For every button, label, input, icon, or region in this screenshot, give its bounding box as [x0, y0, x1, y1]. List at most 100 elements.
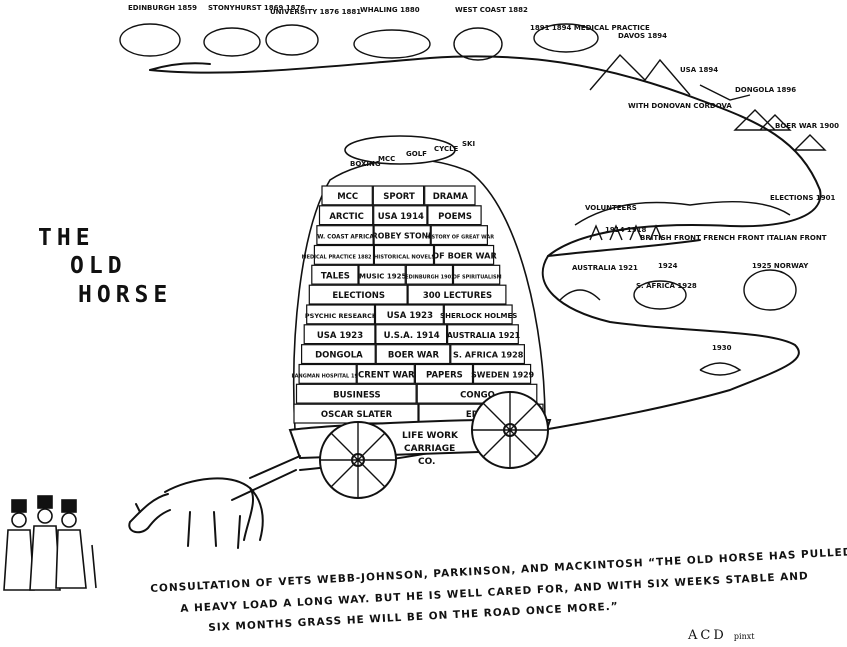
load-item-box	[433, 244, 495, 265]
signature: ACD pinxt	[688, 628, 754, 643]
milestone-label: 1891 1894 MEDICAL PRACTICE	[530, 24, 650, 32]
load-item-label: MEDICAL PRACTICE 1882 1890	[302, 254, 388, 260]
load-item-label: BOER WAR	[388, 351, 440, 361]
load-item-label: PAPERS	[426, 370, 463, 380]
load-item-box	[298, 363, 357, 384]
load-item-box	[430, 225, 489, 246]
load-item-box	[373, 205, 428, 226]
load-item-label: EDINBURGH 1901	[405, 274, 455, 280]
load-item-box	[427, 205, 482, 226]
load-item-box	[372, 185, 425, 206]
milestone-label: BRITISH FRONT FRENCH FRONT ITALIAN FRONT	[640, 234, 827, 242]
load-item-box	[405, 264, 454, 285]
load-item-box	[313, 244, 375, 265]
title-line-3: HORSE	[78, 282, 173, 308]
milestone-label: USA 1894	[680, 66, 718, 74]
load-item-label: ELECTIONS	[332, 291, 385, 301]
milestone-label: WITH DONOVAN CORDOVA	[628, 102, 732, 110]
load-item-label: CRENT WAR	[358, 370, 415, 380]
load-item-box	[373, 225, 431, 246]
load-item-label: W. COAST AFRICA	[317, 235, 374, 241]
signature-suffix: pinxt	[733, 632, 755, 641]
load-item-box	[318, 205, 374, 226]
load-item-label: S. AFRICA 1928	[453, 350, 524, 360]
milestone-vignettes	[119, 23, 827, 376]
milestone-label: WEST COAST 1882	[455, 6, 528, 14]
load-item-label: SPORT	[383, 192, 415, 202]
svg-text:LIFE WORK: LIFE WORK	[402, 431, 459, 441]
load-item-box	[295, 383, 417, 404]
load-item-label: AUSTRALIA 1921	[447, 331, 520, 340]
milestone-label: STONYHURST 1869 1876	[208, 4, 305, 12]
load-item-box	[373, 244, 435, 265]
load-item-label: SHERLOCK HOLMES	[440, 312, 517, 320]
load-item-label: MUSIC 1925	[359, 272, 406, 280]
load-item-label: POEMS	[438, 212, 472, 222]
load-item-label: DONGOLA	[315, 351, 363, 361]
load-item-box	[303, 324, 376, 345]
milestone-label: EDINBURGH 1859	[128, 4, 197, 12]
load-item-label: PSYCHIC RESEARCH	[305, 312, 377, 320]
load-item-label: BUSINESS	[333, 390, 380, 400]
load-item-box	[306, 304, 376, 325]
load-item-label: SWEDEN 1929	[471, 370, 534, 379]
milestone-label: WHALING 1880	[360, 6, 420, 14]
svg-text:CARRIAGE: CARRIAGE	[404, 444, 455, 454]
load-top-label: MCC	[378, 155, 395, 163]
load-item-label: OF SPIRITUALISM	[453, 274, 502, 280]
load-item-label: 300 LECTURES	[423, 291, 492, 301]
vets	[3, 495, 97, 591]
load-item-label: OF BOER WAR	[432, 250, 497, 260]
title-line-2: OLD	[70, 253, 127, 279]
load-item-box	[375, 324, 448, 345]
load-item-box	[316, 225, 374, 246]
load-item-label: LANGMAN HOSPITAL 1900	[291, 373, 365, 379]
load-item-box	[443, 304, 513, 325]
horse	[128, 455, 301, 549]
milestone-label: S. AFRICA 1928	[636, 282, 697, 290]
milestone-label: ELECTIONS 1901	[770, 194, 835, 202]
load-top-label: SKI	[462, 140, 475, 148]
load-item-label: MCC	[337, 192, 358, 202]
load-item-label: HISTORY OF GREAT WAR	[425, 235, 494, 241]
load-item-box	[452, 264, 501, 285]
title-line-1: THE	[38, 225, 95, 251]
milestone-label: 1924	[658, 262, 678, 270]
load-item-label: ROBEY STONE	[372, 232, 434, 241]
load-item-box	[301, 344, 376, 365]
load-item-box	[414, 363, 474, 384]
milestone-label: UNIVERSITY 1876 1881	[270, 8, 361, 16]
load-item-box	[308, 284, 408, 305]
load-item-label: TALES	[321, 271, 350, 281]
milestone-label: BOER WAR 1900	[775, 122, 839, 130]
load-item-box	[356, 363, 415, 384]
load-item-label: USA 1914	[378, 212, 424, 222]
load-item-box	[311, 264, 359, 285]
milestone-label: DAVOS 1894	[618, 32, 667, 40]
milestone-label: 1914 1918	[605, 226, 647, 234]
load-top-label: GOLF	[406, 150, 427, 158]
load-item-box	[374, 304, 444, 325]
load-item-box	[358, 264, 406, 285]
load-item-box	[375, 344, 451, 365]
milestone-label: 1925 NORWAY	[752, 262, 809, 270]
load-item-box	[447, 324, 519, 345]
milestone-label: VOLUNTEERS	[585, 204, 637, 212]
load-item-box	[450, 344, 525, 365]
load-top-label: BOXING	[350, 160, 381, 168]
load-item-label: HISTORICAL NOVELS	[374, 254, 435, 260]
milestone-label: 1930	[712, 344, 732, 352]
load-item-box	[407, 284, 507, 305]
load-item-label: USA 1923	[387, 311, 433, 321]
milestone-label: AUSTRALIA 1921	[572, 264, 638, 272]
load-item-box	[424, 185, 476, 206]
load-item-label: U.S.A. 1914	[384, 331, 440, 341]
carriage	[288, 391, 552, 499]
carriage-label: LIFE WORK CARRIAGE CO.	[402, 431, 459, 467]
load-item-label: USA 1923	[317, 331, 363, 341]
signature-initials: ACD	[688, 628, 727, 643]
milestone-labels: EDINBURGH 1859 STONYHURST 1869 1876 UNIV…	[128, 4, 839, 352]
